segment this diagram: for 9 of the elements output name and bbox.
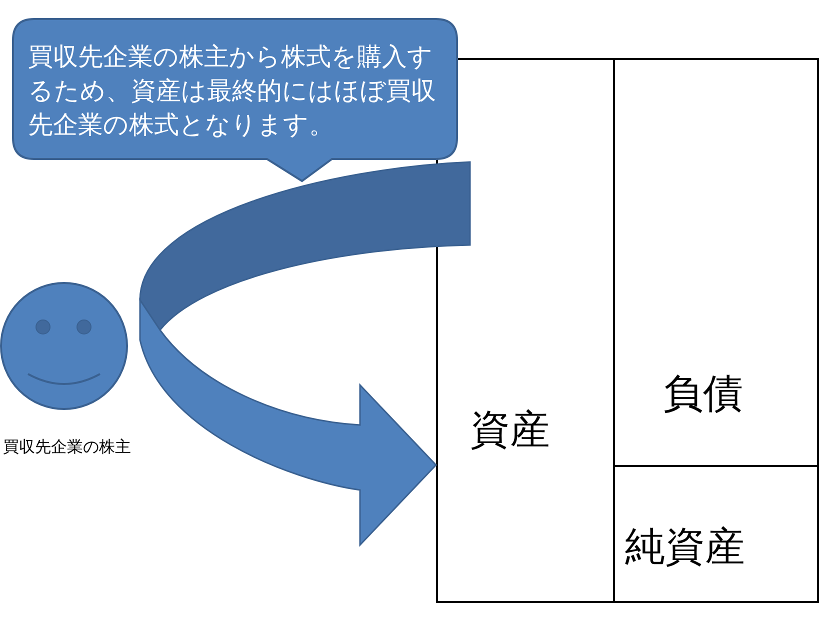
sheet-label: 純資産 [625,527,745,567]
callout-text: 買収先企業の株主から株式を購入するため、資産は最終的にはほぼ買収先企業の株式となります。 [28,41,437,141]
balance-sheet-box [613,465,819,603]
sheet-label: 資産 [470,410,550,450]
smiley-face [0,282,130,410]
speech-bubble [12,18,458,182]
person-caption: 買収先企業の株主 [3,437,131,458]
sheet-label: 負債 [663,374,743,414]
balance-sheet-box [613,58,819,467]
